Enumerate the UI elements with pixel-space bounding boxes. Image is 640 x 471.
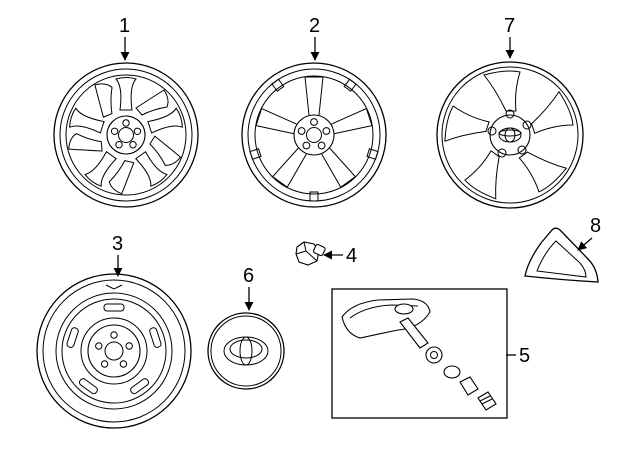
lug-nut-4	[295, 241, 326, 266]
callout-3: 3	[112, 233, 123, 255]
leader-arrows	[113, 37, 593, 356]
callout-7: 7	[504, 15, 515, 37]
callout-5: 5	[519, 345, 530, 367]
wheel-cover-7	[436, 61, 584, 209]
wheel-1	[53, 62, 199, 208]
emblem-sticker-8	[524, 227, 599, 283]
callout-2: 2	[309, 15, 320, 37]
callout-6: 6	[243, 265, 254, 287]
center-cap-6	[207, 312, 285, 390]
steel-wheel-3	[36, 273, 192, 429]
callout-1: 1	[119, 15, 130, 37]
callout-4: 4	[346, 245, 357, 267]
wheel-2	[241, 62, 387, 208]
tpms-sensor-kit-5	[331, 288, 508, 419]
callout-8: 8	[590, 215, 601, 237]
